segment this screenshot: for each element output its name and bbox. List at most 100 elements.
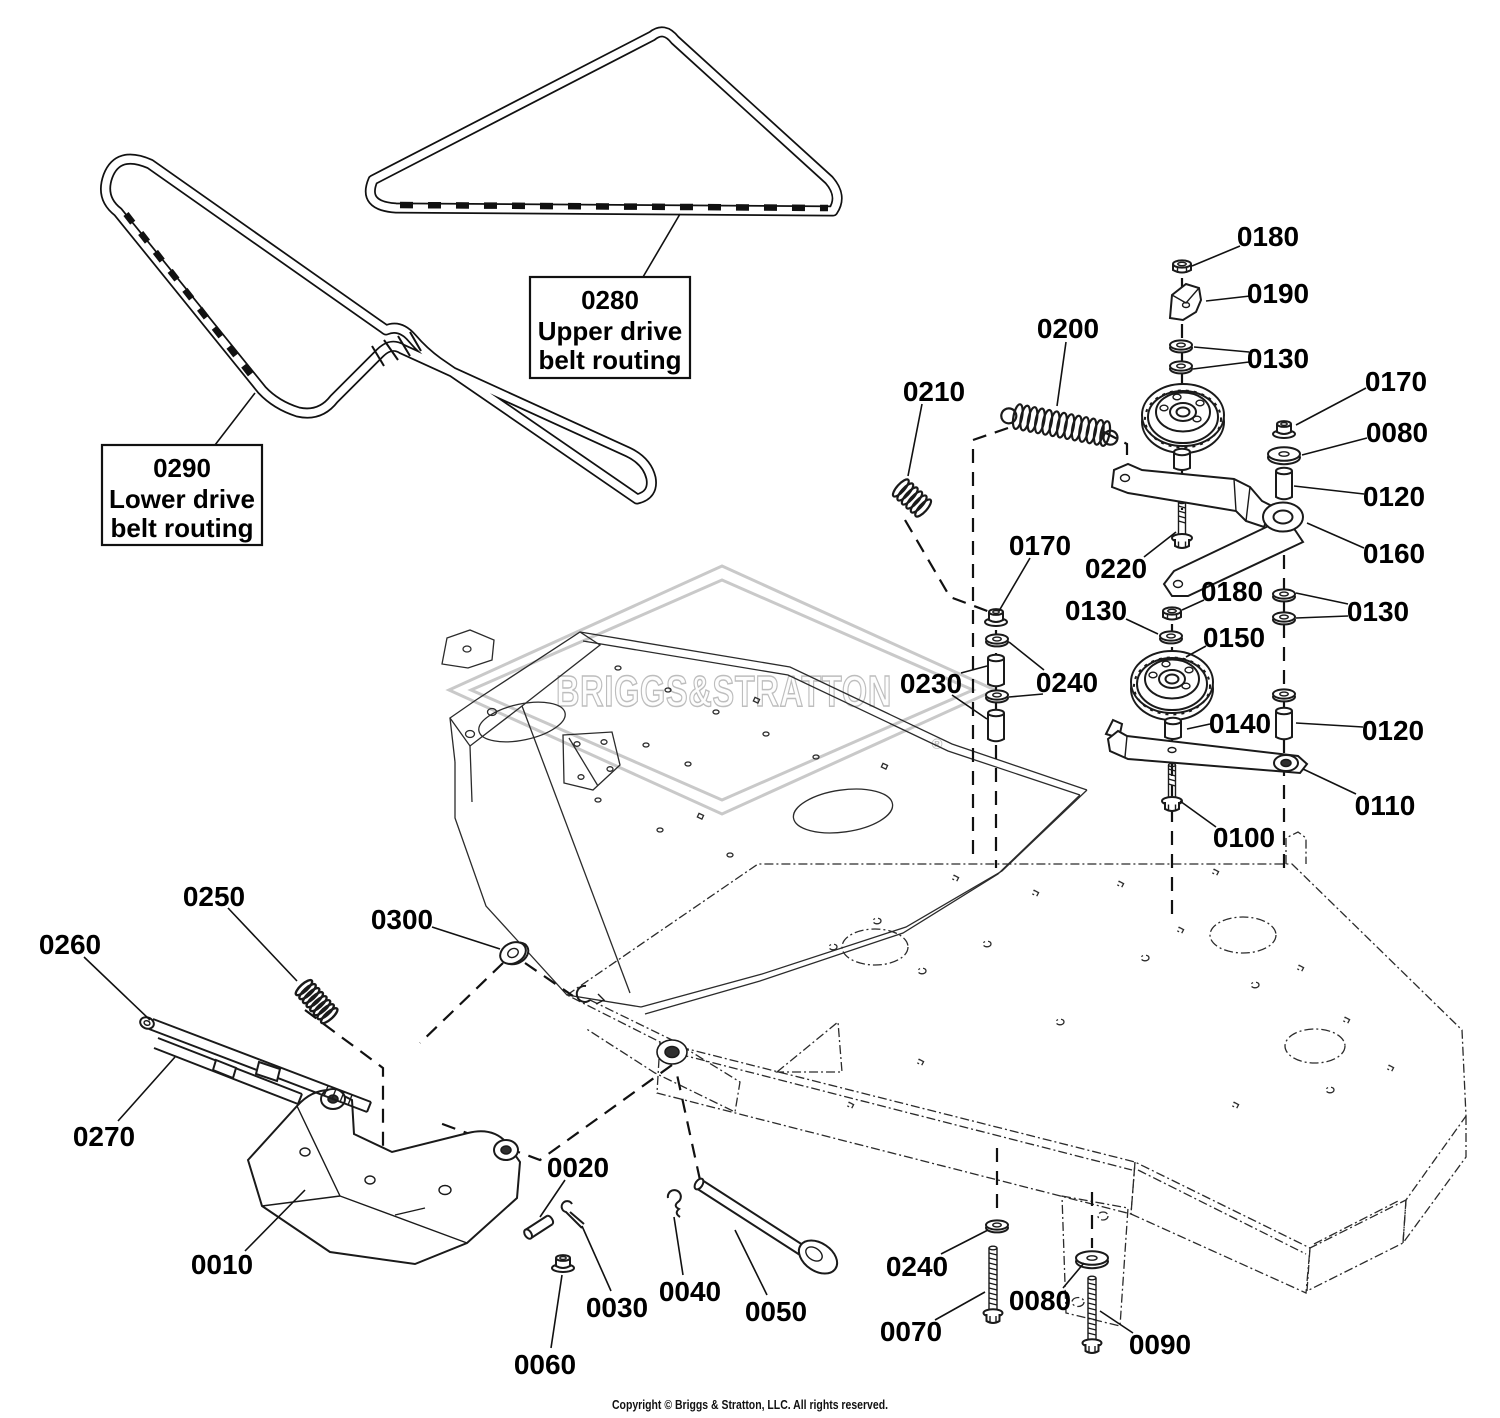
watermark-text: BRIGGS&STRATTON — [556, 667, 892, 716]
belt-box-text-0290-0: 0290 — [153, 453, 211, 483]
mount-bracket-0010 — [246, 1088, 522, 1266]
callout-0170: 0170 — [1009, 530, 1071, 561]
washer-0240-c — [985, 1219, 1009, 1234]
leader-line-0110 — [1302, 768, 1357, 795]
callout-0200: 0200 — [1037, 313, 1099, 344]
callout-0010: 0010 — [191, 1249, 253, 1280]
cotter-pin-0030 — [560, 1200, 585, 1229]
washer-0130-c — [1159, 630, 1183, 645]
callout-0180: 0180 — [1201, 576, 1263, 607]
upper-plate-holes — [594, 665, 889, 858]
callout-0270: 0270 — [73, 1121, 135, 1152]
callout-0220: 0220 — [1085, 553, 1147, 584]
washer-right-lower — [1272, 688, 1296, 703]
callout-0140: 0140 — [1209, 708, 1271, 739]
washer-0130-a — [1169, 339, 1193, 354]
callout-0250: 0250 — [183, 881, 245, 912]
belt-box-leader-0280 — [642, 213, 681, 278]
nut-0060 — [551, 1254, 575, 1273]
callout-0080: 0080 — [1366, 417, 1428, 448]
rod-0260 — [139, 1016, 372, 1113]
leader-line-0160 — [1306, 522, 1365, 549]
pin-0020 — [523, 1214, 555, 1240]
washer-0130-b — [1169, 360, 1193, 375]
leader-line-0070 — [934, 1291, 986, 1321]
spacer-0120-b — [1275, 706, 1293, 741]
leader-line-0150 — [1185, 645, 1207, 658]
upper-drive-belt — [364, 26, 843, 217]
belt-box-leader-0290 — [214, 392, 256, 446]
leader-line-0190 — [1205, 295, 1251, 302]
spacer-upper — [1173, 447, 1191, 471]
callout-0240: 0240 — [886, 1251, 948, 1282]
mower-deck — [441, 629, 1467, 1327]
leader-line-0080 — [1301, 437, 1368, 456]
flange-nut-0170-b — [984, 608, 1008, 627]
callout-0020: 0020 — [547, 1152, 609, 1183]
idler-pulley-0150 — [1130, 650, 1214, 721]
leader-line-0240 — [1008, 641, 1045, 671]
leader-line-0300 — [431, 926, 501, 950]
callout-0110: 0110 — [1355, 790, 1416, 821]
flange-nut-0170-a — [1272, 420, 1296, 439]
belt-box-text-0280-1: Upper drive — [538, 316, 683, 346]
idler-pulley-upper — [1141, 383, 1225, 454]
leader-line-0120 — [1293, 485, 1365, 495]
callout-0130: 0130 — [1065, 595, 1127, 626]
callout-0060: 0060 — [514, 1349, 576, 1380]
leader-line-0050 — [734, 1229, 768, 1296]
leader-line-0210 — [907, 403, 923, 477]
leader-line-0130 — [1193, 346, 1250, 353]
belt-box-text-0290-2: belt routing — [111, 513, 254, 543]
leader-line-0270 — [117, 1056, 176, 1122]
clip-0040 — [666, 1189, 682, 1218]
leader-line-0140 — [1186, 723, 1211, 730]
leader-line-0180 — [1181, 599, 1205, 611]
idler-arm-0160 — [1110, 462, 1305, 597]
callout-0230: 0230 — [900, 668, 962, 699]
nut-0180-top — [1172, 259, 1192, 274]
briggs-watermark: BRIGGS&STRATTON ® — [445, 564, 999, 816]
leader-lines — [83, 245, 1368, 1349]
leader-line-0250 — [227, 907, 298, 982]
callout-0170: 0170 — [1365, 366, 1427, 397]
spring-0210 — [891, 478, 933, 518]
washer-0080-a — [1267, 446, 1301, 466]
idler-bracket-0110 — [1104, 718, 1309, 775]
leader-line-0120 — [1295, 722, 1364, 728]
leader-line-0090 — [1099, 1310, 1134, 1334]
lower-drive-belt — [100, 153, 657, 505]
leader-line-0130 — [1295, 592, 1349, 605]
callout-0080: 0080 — [1009, 1285, 1071, 1316]
callout-0100: 0100 — [1213, 822, 1275, 853]
extension-spring-0200 — [1000, 403, 1119, 447]
bolt-0220 — [1171, 499, 1193, 550]
callout-0300: 0300 — [371, 904, 433, 935]
belt-box-text-0280-2: belt routing — [539, 345, 682, 375]
leader-line-0080 — [1062, 1262, 1085, 1289]
spacer-0230-a — [987, 653, 1005, 688]
rod-0270 — [153, 1037, 303, 1105]
leader-line-0260 — [83, 956, 151, 1021]
leader-line-0180 — [1191, 245, 1241, 267]
leader-line-0040 — [673, 1216, 684, 1276]
washer-0240-a — [985, 633, 1009, 648]
washer-0130-d — [1272, 588, 1296, 603]
callout-0070: 0070 — [880, 1316, 942, 1347]
callout-0150: 0150 — [1203, 622, 1265, 653]
leader-line-0130 — [1125, 618, 1159, 635]
watermark-registered-mark: ® — [931, 736, 942, 753]
callout-0120: 0120 — [1362, 715, 1424, 746]
callout-0130: 0130 — [1247, 343, 1309, 374]
leader-line-0010 — [244, 1189, 306, 1252]
belt-box-text-0290-1: Lower drive — [109, 484, 255, 514]
leader-line-0240 — [940, 1229, 989, 1255]
belt-box-text-0280-0: 0280 — [581, 285, 639, 315]
spring-0250 — [294, 978, 339, 1025]
callout-0190: 0190 — [1247, 278, 1309, 309]
belt-guide-bracket-0190 — [1168, 282, 1203, 322]
